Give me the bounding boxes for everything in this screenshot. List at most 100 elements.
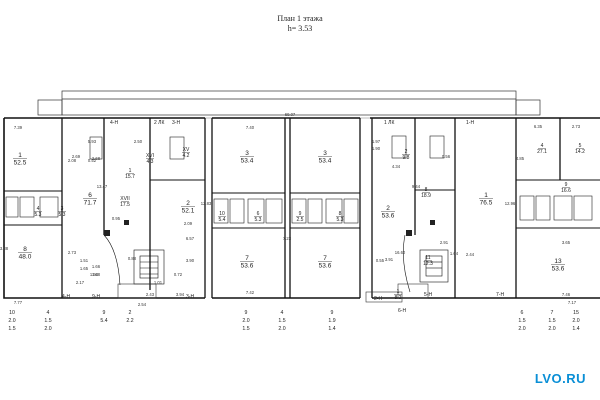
room-number: 7: [245, 255, 249, 262]
room-number: XVI: [146, 153, 154, 159]
unit-label: 5.4: [100, 318, 107, 324]
unit-label: 2.0: [518, 326, 525, 332]
dimension-value: 3.65: [562, 240, 571, 245]
room-area: 5.3: [255, 217, 262, 223]
dimension-value: 2.54: [138, 302, 147, 307]
room-area: 53.4: [319, 158, 332, 165]
dimension-value: 1.97: [372, 139, 381, 144]
section-labels: 4-Н 2 ЛК 3-Н 1 ЛК 1-Н 2-Н 5-Н 6-Н 9-Н 3-…: [62, 120, 504, 314]
section-label: 6-Н: [398, 308, 406, 314]
section-label: 3-Н: [186, 294, 194, 300]
unit-label: 2.0: [548, 326, 555, 332]
dimension-value: 9.44: [412, 184, 421, 189]
room-number: 13: [554, 258, 562, 265]
section-label: 3-Н: [172, 120, 180, 126]
dimension-value: 0.72: [174, 272, 183, 277]
room-number: 2: [405, 149, 408, 155]
room-area: 4.2: [183, 153, 190, 159]
dimension-value: 2.44: [466, 252, 475, 257]
room-number: XVII: [120, 196, 129, 202]
overall-dimension: 69.07: [285, 112, 296, 117]
room-number: 8: [339, 211, 342, 217]
dimension-value: 0.56: [442, 154, 451, 159]
room-number: XV: [183, 147, 190, 153]
dimension-value: 6.57: [186, 236, 195, 241]
room-area: 52.1: [182, 208, 195, 215]
unit-label: 1.4: [328, 326, 335, 332]
room-number: 5: [579, 143, 582, 149]
unit-label: 2: [129, 310, 132, 316]
dimension-value: 1.51: [80, 258, 89, 263]
dimension-value: 1.66: [92, 264, 101, 269]
dimension-value: 3.94: [176, 292, 185, 297]
dimension-value: 7.40: [246, 125, 255, 130]
dimension-value: 7.39: [14, 125, 23, 130]
unit-label: 1.4: [572, 326, 579, 332]
partition-walls: [61, 118, 561, 298]
dimension-value: 2.17: [76, 280, 85, 285]
room-number: 1: [129, 168, 132, 174]
dimension-value: 12.96: [505, 201, 516, 206]
section-label: 4-Н: [110, 120, 118, 126]
room-number: 10: [219, 211, 225, 217]
unit-label: 6: [521, 310, 524, 316]
room-number: 6: [257, 211, 260, 217]
dimension-value: 1.65: [80, 266, 89, 271]
room-area: 18.9: [421, 193, 431, 199]
room-area: 53.6: [241, 263, 254, 270]
unit-label: 1.5: [44, 318, 51, 324]
dimension-value: 1.90: [372, 146, 381, 151]
dimension-value: 3.91: [385, 257, 394, 262]
dimension-value: 7.77: [14, 300, 23, 305]
room-number: 9: [299, 211, 302, 217]
room-area: 12.3: [423, 261, 433, 267]
section-label: 7-Н: [496, 292, 504, 298]
dimension-value: 2.09: [184, 221, 193, 226]
unit-label: 2.0: [278, 326, 285, 332]
room-number: 7: [323, 255, 327, 262]
dimension-value: 2.73: [572, 124, 581, 129]
room-number: 9: [565, 182, 568, 188]
section-label: 1-Н: [466, 120, 474, 126]
unit-label: 1.5: [242, 326, 249, 332]
bathroom-cells: [5, 135, 593, 224]
room-area: 27.1: [537, 149, 547, 155]
dimension-value: 1.54: [90, 272, 99, 277]
unit-label: 1.5: [278, 318, 285, 324]
room-area: 17.5: [120, 202, 130, 208]
unit-label: 9: [245, 310, 248, 316]
room-area: 16.6: [561, 188, 571, 194]
room-labels: 152.5671.7115.7252.1353.4353.4176.5253.6…: [13, 143, 585, 301]
watermark-logo: LVO.RU: [534, 371, 586, 386]
room-number: 3: [323, 150, 327, 157]
dimension-value: 2.08: [68, 158, 77, 163]
room-number: 4: [37, 206, 40, 212]
dimension-value: 2.69: [72, 154, 81, 159]
room-number: 1: [484, 192, 488, 199]
dimension-value: 7.46: [562, 292, 571, 297]
unit-label: 2.0: [572, 318, 579, 324]
room-area: 4.3: [147, 159, 154, 165]
room-number: 4: [541, 143, 544, 149]
dimension-value: 1.68: [92, 272, 101, 277]
dimension-value: 1.64: [450, 251, 459, 256]
section-label: 9-Н: [92, 294, 100, 300]
room-number: 8: [425, 187, 428, 193]
bottom-unit-labels: 102.01.541.52.095.422.292.01.541.52.091.…: [8, 310, 579, 332]
entrance-porches: [117, 283, 429, 303]
dimension-value: 6.35: [534, 124, 543, 129]
dimension-value: 2.73: [68, 250, 77, 255]
dimension-value: 2.68: [92, 156, 101, 161]
dimension-value: 3.88: [0, 246, 9, 251]
room-area: 52.5: [14, 160, 27, 167]
room-area: 53.6: [319, 263, 332, 270]
room-number: 2: [186, 200, 190, 207]
room-area: 53.6: [552, 266, 565, 273]
unit-label: 9: [103, 310, 106, 316]
unit-label: 10: [9, 310, 15, 316]
room-area: 5.3: [337, 217, 344, 223]
unit-label: 7: [551, 310, 554, 316]
room-area: 14.2: [575, 149, 585, 155]
